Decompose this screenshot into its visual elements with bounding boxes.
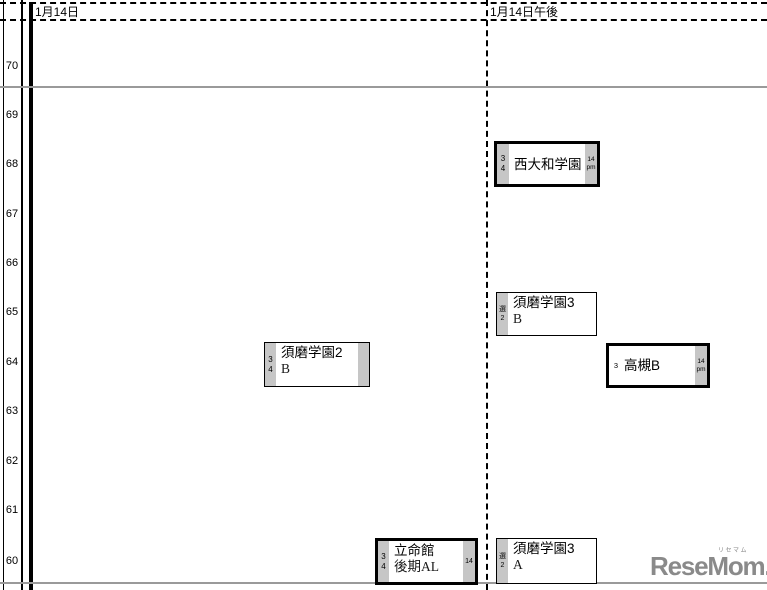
school-box-ritsumeikan: 3 4 立命館 後期AL 14 (375, 538, 478, 585)
tag-text: 3 (613, 361, 619, 370)
axis-label-65: 65 (5, 306, 19, 318)
school-name: 高槻B (624, 358, 661, 373)
axis-label-64: 64 (5, 356, 19, 368)
tag-text: 4 (381, 561, 386, 571)
axis-label-66: 66 (5, 257, 19, 269)
tag-text: 14 (697, 357, 705, 365)
elective-tag: 選 2 (497, 293, 508, 335)
axis-label-63: 63 (5, 405, 19, 417)
resemom-logo: リセマム ReseMom. (646, 548, 767, 582)
tag-text: 3 (268, 354, 273, 364)
elective-tag: 選 2 (497, 539, 508, 583)
school-name: 立命館 (394, 543, 435, 558)
axis-label-70: 70 (5, 60, 19, 72)
school-course: B (281, 361, 291, 376)
axis-right-border-line (21, 0, 23, 590)
column-header-jan14-pm: 1月14日午後 (490, 5, 559, 19)
axis-label-62: 62 (5, 455, 19, 467)
tag-text: pm (696, 365, 706, 373)
subject-count-tag: 3 (609, 346, 623, 385)
tag-text: 14 (587, 156, 595, 163)
header-bottom-dashed-line (0, 19, 767, 21)
axis-left-border-line (3, 0, 4, 590)
tag-text: 2 (500, 562, 505, 569)
column-separator-dashed-line (486, 0, 488, 590)
school-name: 須磨学園3 (513, 295, 575, 310)
date-tag: 14 (463, 541, 475, 582)
date-pm-tag: 14 pm (695, 346, 707, 385)
resemom-logo-kana: リセマム (717, 548, 748, 554)
tag-text: 4 (268, 364, 273, 374)
school-name: 須磨学園2 (281, 345, 343, 360)
school-name: 西大和学園 (514, 156, 582, 172)
subject-count-tag: 3 4 (497, 144, 509, 184)
school-course: B (513, 311, 523, 326)
axis-thick-bar (29, 2, 33, 590)
date-pm-tag: 14 pm (585, 144, 597, 184)
school-box-suma-gakuen2-b: 3 4 須磨学園2 B (264, 342, 370, 387)
empty-tag-strip (358, 343, 369, 386)
subject-count-tag: 3 4 (378, 541, 389, 582)
tag-text: 2 (500, 315, 505, 322)
axis-label-67: 67 (5, 208, 19, 220)
tag-text: 選 (499, 306, 506, 313)
school-box-suma-gakuen3-b: 選 2 須磨学園3 B (496, 292, 597, 336)
axis-label-60: 60 (5, 555, 19, 567)
axis-label-69: 69 (5, 109, 19, 121)
school-course: 後期AL (394, 559, 439, 574)
school-name: 須磨学園3 (513, 541, 575, 556)
tag-text: 選 (499, 553, 506, 560)
tag-text: pm (586, 164, 596, 171)
axis-label-68: 68 (5, 158, 19, 170)
school-box-suma-gakuen3-a: 選 2 須磨学園3 A (496, 538, 597, 584)
school-box-takatsuki-b: 3 高槻B 14 pm (606, 343, 710, 388)
resemom-logo-text: ReseMom. (650, 551, 767, 581)
tag-text: 14 (465, 558, 473, 565)
column-header-jan14: 1月14日 (35, 5, 80, 19)
tag-text: 4 (500, 164, 506, 173)
gridline-below-70 (0, 86, 767, 88)
subject-count-tag: 3 4 (265, 343, 276, 386)
school-course: A (513, 557, 523, 572)
header-top-dashed-line (0, 2, 767, 4)
school-box-nishiyamato-gakuen: 3 4 西大和学園 14 pm (494, 141, 600, 187)
tag-text: 3 (381, 551, 386, 561)
tag-text: 3 (500, 154, 506, 163)
axis-label-61: 61 (5, 504, 19, 516)
